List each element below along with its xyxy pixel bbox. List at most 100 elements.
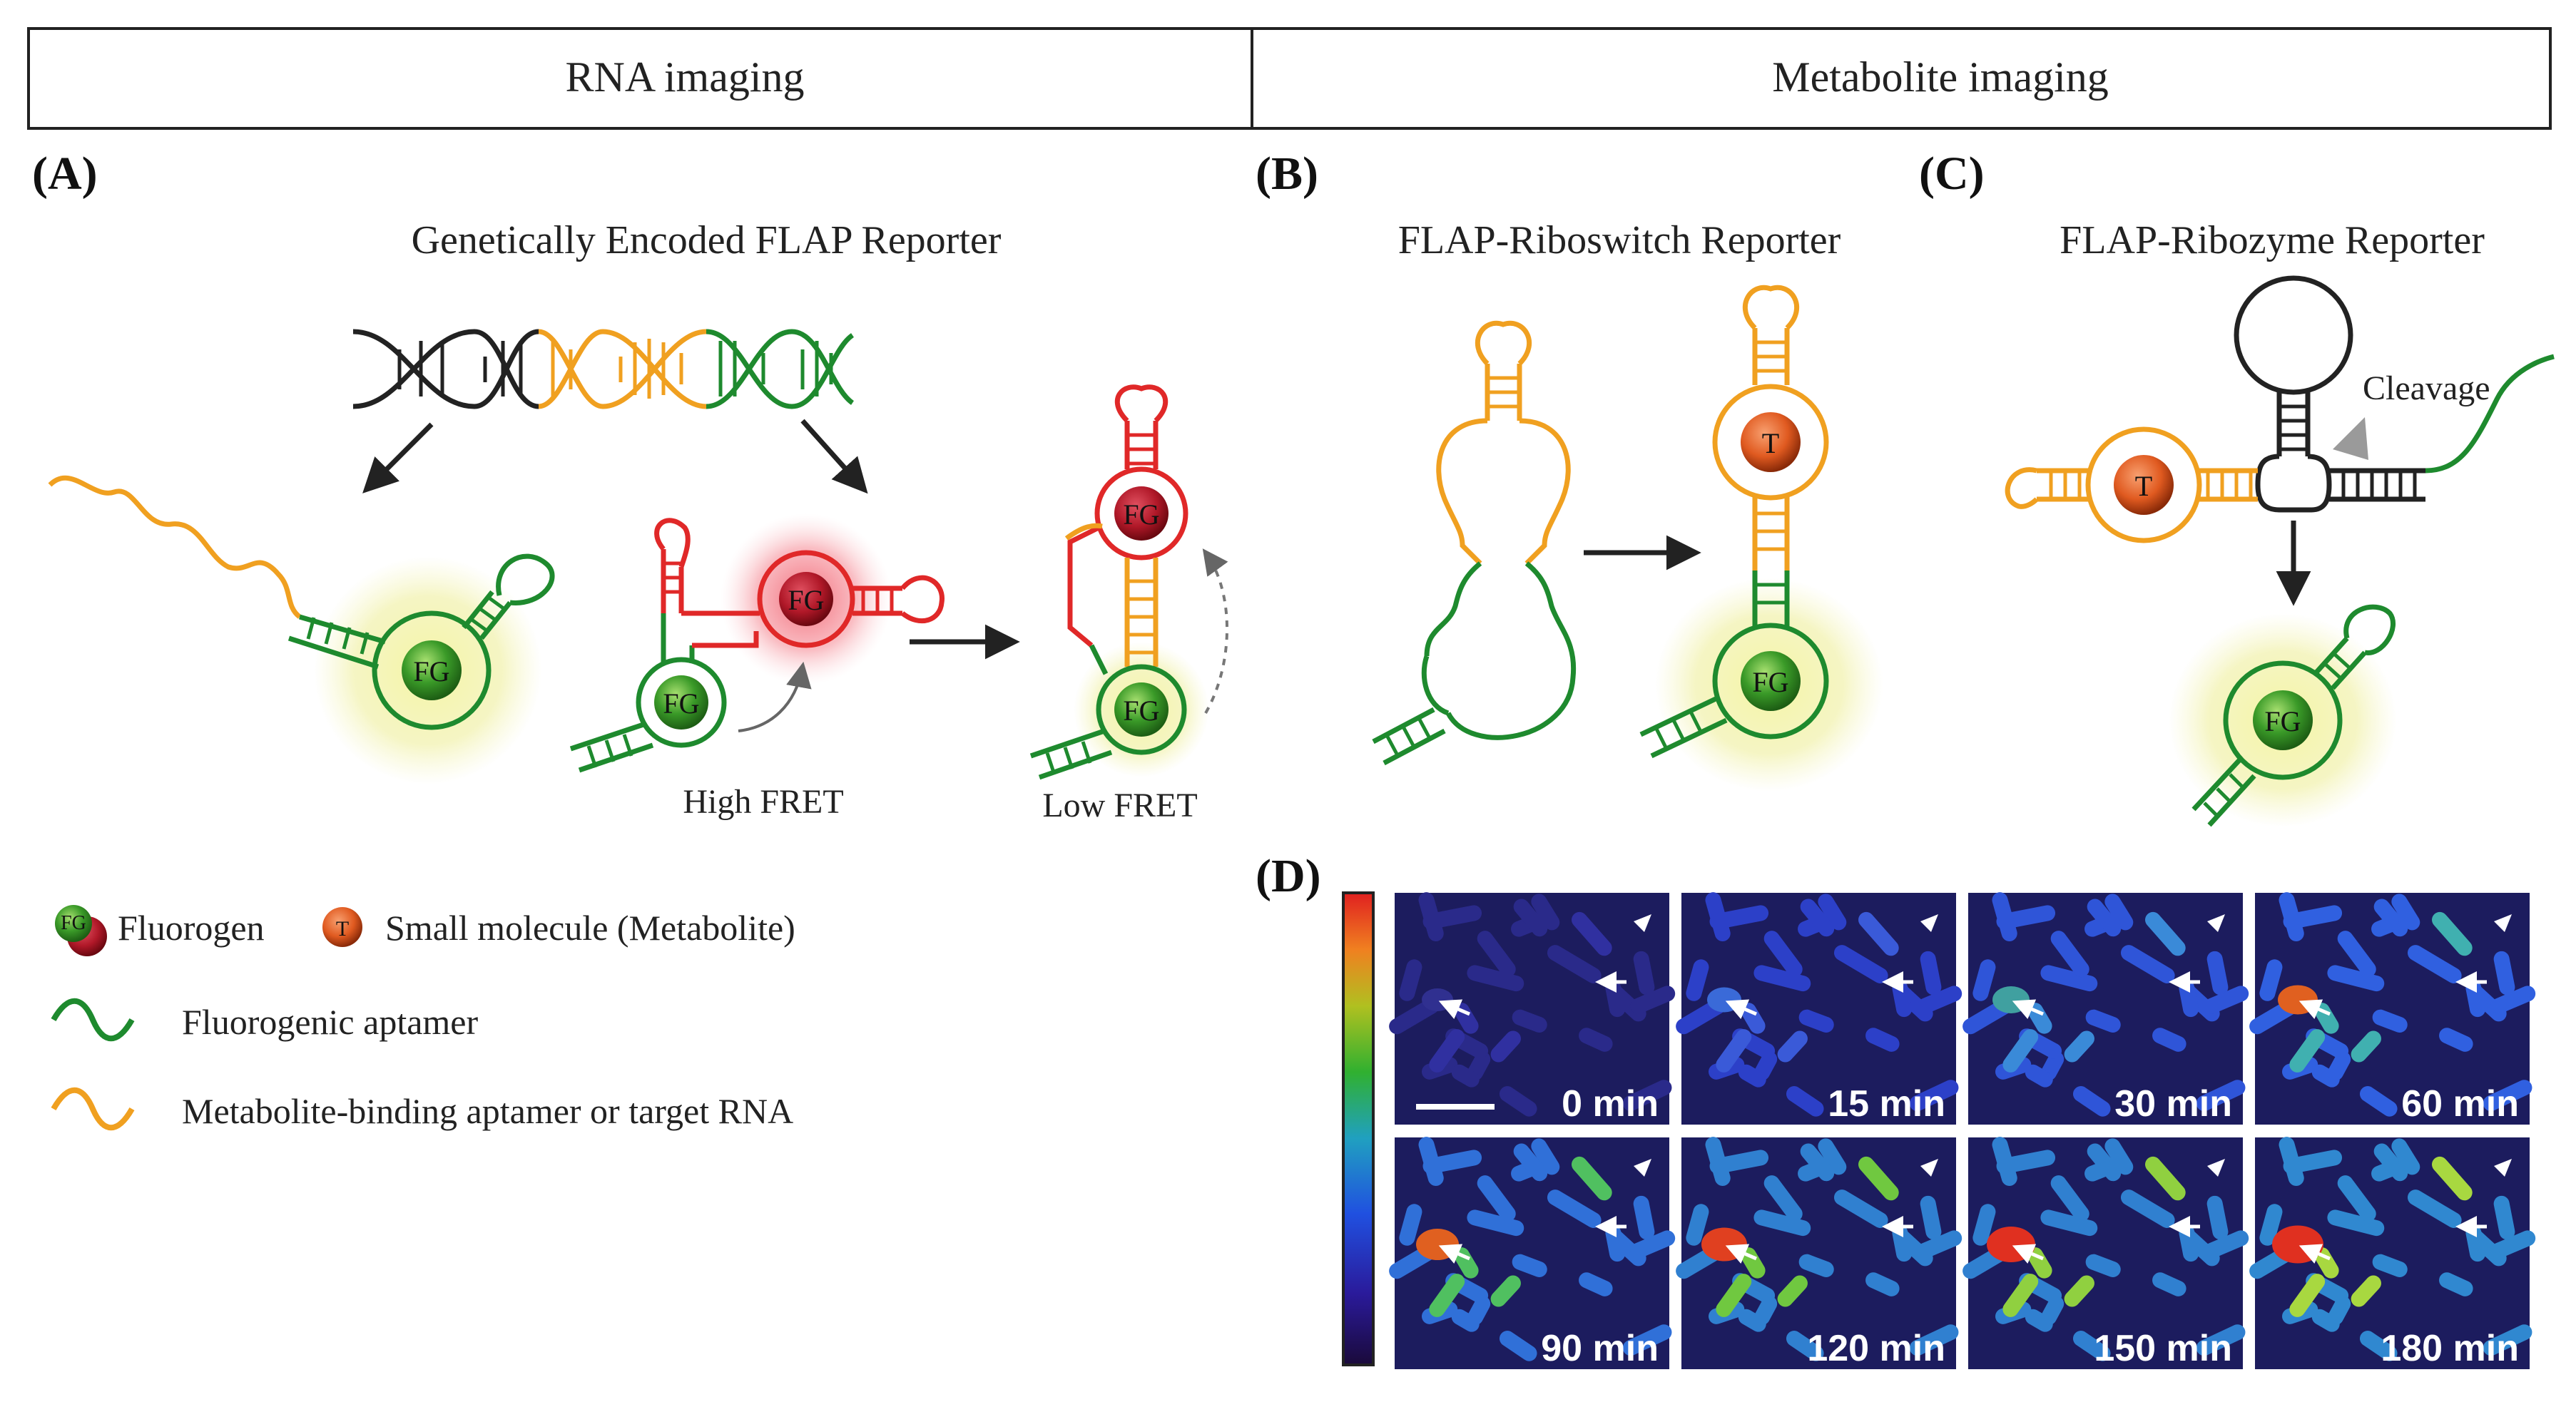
bacterial-cell (1630, 986, 1676, 1014)
bacterial-cell (1686, 1204, 1709, 1246)
bacterial-cell (2064, 1275, 2094, 1307)
bacterial-cell (2259, 959, 2283, 1001)
bacterial-cell (2359, 1086, 2398, 1117)
bacterial-cell (1705, 1137, 1731, 1186)
bacterial-cell (2120, 945, 2175, 983)
bacterial-cell (1716, 1274, 1752, 1317)
bacterial-cell (1753, 1209, 1811, 1237)
fluorogen-label-high-fret-donor: FG (663, 687, 699, 720)
micrograph-panel: 60 min (2249, 892, 2536, 1125)
bacterial-cell (1572, 1156, 1612, 1201)
released-aptamer: FG (2169, 604, 2397, 827)
bacterial-cell (2002, 1029, 2039, 1073)
legend-fluorogenic-aptamer-text: Fluorogenic aptamer (182, 1002, 478, 1042)
bacterial-cell (1920, 1195, 1942, 1240)
bacterial-cell (1858, 911, 1899, 956)
arrowhead-marker-icon (1920, 1159, 1938, 1177)
bacterial-cell (1818, 894, 1847, 931)
header-metabolite-imaging: Metabolite imaging (1772, 53, 2109, 101)
bacterial-cell (1865, 1028, 1900, 1052)
bacterial-cell (2391, 894, 2420, 931)
time-point-label: 90 min (1541, 1328, 1659, 1369)
fluorescent-cell-hotspot (1987, 1227, 2035, 1262)
white-arrow-icon (2012, 999, 2044, 1020)
bacterial-cell (1512, 1254, 1547, 1277)
bacterial-cell (2152, 1028, 2186, 1052)
bacterial-cell (2072, 1086, 2111, 1117)
fluorogen-label: FG (413, 655, 449, 687)
bacterial-cell (2087, 1143, 2122, 1182)
fluorescent-cell-hotspot (2278, 985, 2318, 1015)
bacterial-cell (2085, 1254, 2121, 1277)
fluorescent-cell-hotspot (1422, 988, 1453, 1011)
legend-green-wave-icon (51, 998, 135, 1042)
bacterial-cell (2050, 931, 2089, 978)
panel-c-title: FLAP-Ribozyme Reporter (2060, 218, 2485, 262)
bacterial-cell (1429, 1274, 1465, 1317)
bacterial-cell (1798, 1009, 1834, 1033)
bacterial-cell (2204, 1230, 2249, 1259)
arrowhead-marker-icon (1634, 914, 1651, 932)
bacterial-cell (1917, 986, 1962, 1014)
bacterial-cell (2490, 986, 2536, 1014)
fluorescent-cell-hotspot (1992, 986, 2030, 1013)
bacterial-cell (1622, 1080, 1672, 1112)
panel-d-label: (D) (1256, 850, 1321, 902)
bacterial-cell (2040, 1209, 2098, 1237)
high-fret-construct: FG FG High FRET (569, 513, 945, 821)
legend-small-molecule-text: Small molecule (Metabolite) (385, 908, 795, 948)
bacterial-cell (1716, 1029, 1752, 1073)
bacterial-cell (2145, 911, 2186, 956)
bacterial-cell (2206, 951, 2229, 996)
white-arrow-icon (1438, 1244, 1470, 1264)
fluorogen-label-ribozyme: FG (2264, 705, 2301, 737)
micrograph-panel: 30 min (1962, 892, 2249, 1125)
riboswitch-bound: T FG (1639, 285, 1883, 792)
legend-fluorogen-icon-label: FG (61, 912, 86, 934)
bacterial-cell (2196, 1324, 2246, 1356)
white-arrow-icon (2298, 1244, 2331, 1264)
bacterial-cell (2327, 1209, 2385, 1237)
bacterial-cell (2145, 1156, 2186, 1201)
bacterial-cell (2391, 1138, 2420, 1175)
bacterial-cell (2490, 1230, 2536, 1259)
time-point-label: 30 min (2114, 1083, 2232, 1125)
bacterial-cell (1800, 1143, 1835, 1182)
bacterial-cell (2372, 1254, 2408, 1277)
fluorogen-label-low-fret-acceptor: FG (1123, 498, 1159, 531)
bacterial-cell (2152, 1272, 2186, 1296)
bacterial-cell (1633, 1195, 1655, 1240)
bacterial-cell (2206, 1195, 2229, 1240)
bacterial-cell (1477, 1175, 1516, 1222)
cleavage-label: Cleavage (2363, 369, 2490, 407)
low-fret-construct: FG FG Low FRET (1029, 384, 1228, 824)
white-arrow-icon (2298, 999, 2331, 1020)
bacterial-cell (1418, 892, 1444, 941)
bacterial-cell (1800, 899, 1835, 937)
time-point-label: 15 min (1828, 1083, 1945, 1125)
bacterial-cell (1512, 1009, 1547, 1033)
bacterial-cell (2002, 1274, 2039, 1317)
bacterial-cell (1833, 945, 1888, 983)
bacterial-cell (1399, 1204, 1422, 1246)
bacterial-cell (1818, 1138, 1847, 1175)
bacterial-cell (1786, 1086, 1824, 1117)
micrograph-panel: 120 min (1676, 1137, 1962, 1369)
riboswitch-unbound (1372, 320, 1577, 766)
bacterial-cell (1572, 911, 1612, 956)
arrow-dna-to-fret (800, 419, 868, 494)
intensity-colorbar (1342, 891, 1375, 1366)
fluorescent-cell-hotspot (1701, 1227, 1747, 1262)
metabolite-label-ribozyme: T (2135, 470, 2152, 502)
bacterial-cell (1513, 1143, 1548, 1182)
micrograph-panel: 15 min (1676, 892, 1962, 1125)
metabolite-label-riboswitch: T (1762, 427, 1779, 459)
bacterial-cell (1705, 892, 1731, 941)
bacterial-cell (1909, 1080, 1959, 1112)
bacterial-cell (1499, 1331, 1537, 1361)
bacterial-cell (2050, 1175, 2089, 1222)
bacterial-cell (1531, 894, 1560, 931)
bacterial-cell (1865, 1272, 1900, 1296)
